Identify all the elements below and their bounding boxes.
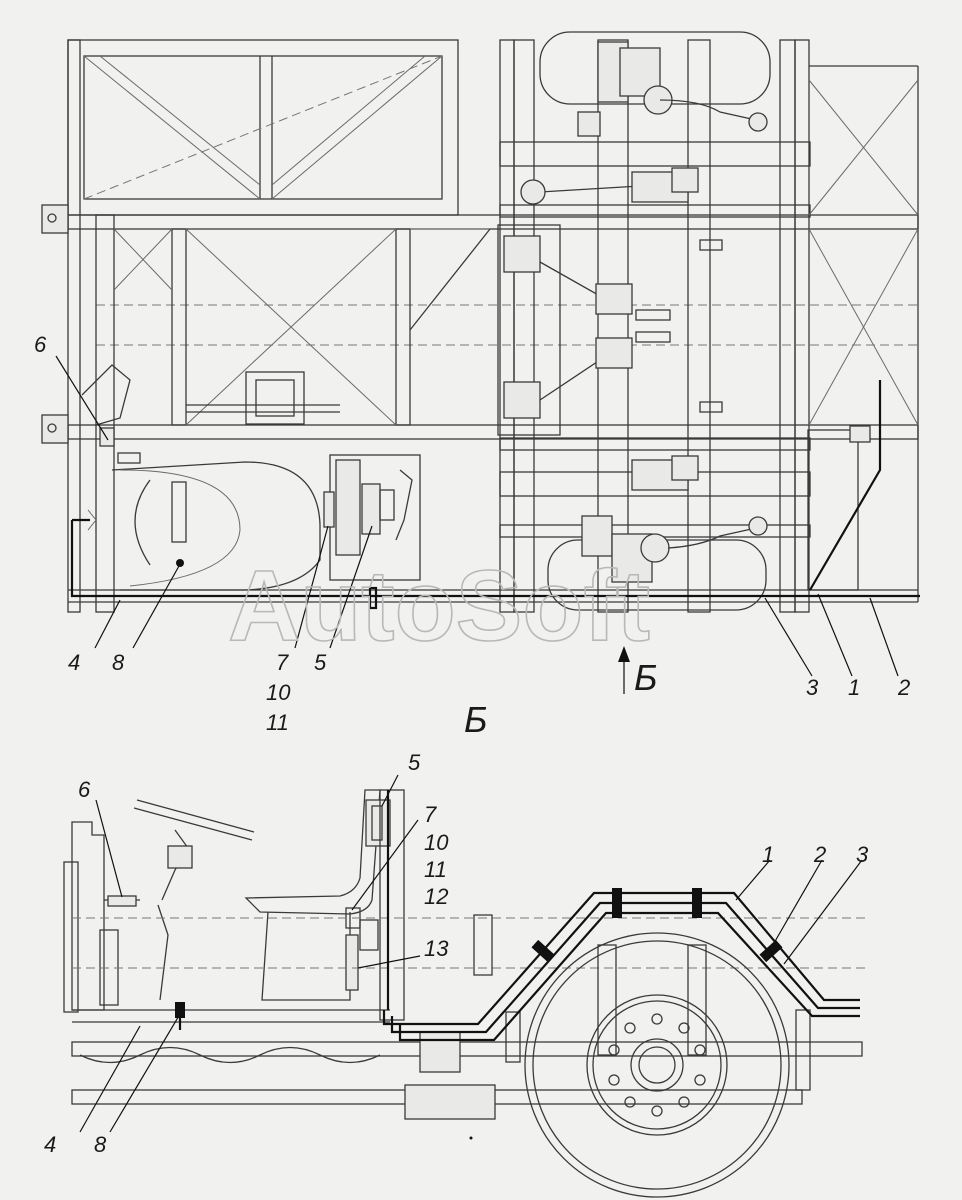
callout-2-top: 2	[897, 675, 910, 700]
callout-11-bottom: 11	[424, 857, 447, 882]
callout-1-top: 1	[848, 675, 860, 700]
callout-8-bottom: 8	[94, 1132, 107, 1157]
callout-7-bottom: 7	[424, 802, 437, 827]
top-view	[41, 31, 920, 694]
callout-6-bottom: 6	[78, 777, 91, 802]
callout-1-bottom: 1	[762, 842, 774, 867]
callout-3-bottom: 3	[856, 842, 869, 867]
callout-4-top: 4	[68, 650, 80, 675]
callout-5-top: 5	[314, 650, 327, 675]
callout-10-bottom: 10	[424, 830, 449, 855]
bottom-view	[63, 774, 870, 1198]
callout-11-top: 11	[266, 710, 289, 735]
watermark-text: AutoSoft	[228, 550, 650, 662]
callout-10-top: 10	[266, 680, 291, 705]
callout-5-bottom: 5	[408, 750, 421, 775]
callout-4-bottom: 4	[44, 1132, 56, 1157]
view-title: Б	[464, 699, 487, 740]
bottom-callouts: 6 5 7 10 11 12 13 1 2 3 4 8	[44, 750, 869, 1157]
callout-7-top: 7	[276, 650, 289, 675]
wheel-studs	[608, 1013, 706, 1117]
top-callouts: 6 4 8 7 10 11 5 3 1 2 Б Б	[34, 332, 910, 740]
callout-2-bottom: 2	[813, 842, 826, 867]
callout-13-bottom: 13	[424, 936, 449, 961]
callout-12-bottom: 12	[424, 884, 448, 909]
callout-8-top: 8	[112, 650, 125, 675]
callout-3-top: 3	[806, 675, 819, 700]
arrow-view-label: Б	[634, 657, 657, 698]
callout-6-top: 6	[34, 332, 47, 357]
